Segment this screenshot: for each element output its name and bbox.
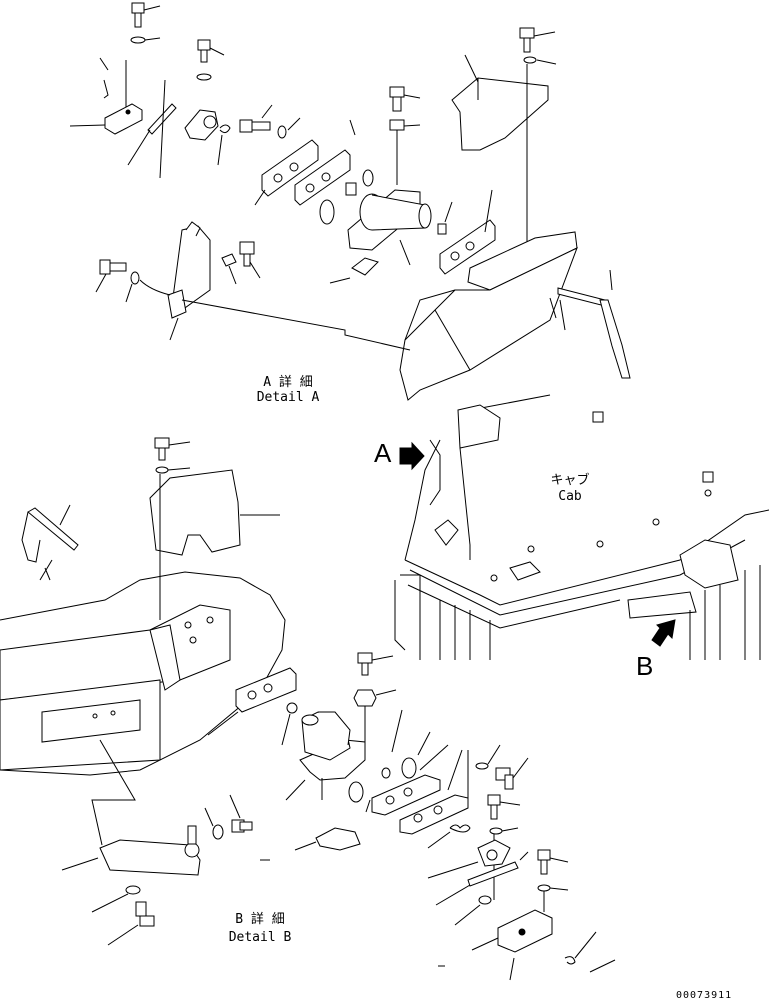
nut: [221, 253, 237, 267]
cab-overview: [394, 394, 769, 660]
bolt: [239, 104, 273, 133]
washer: [277, 125, 287, 139]
hinge-bracket: [167, 221, 211, 341]
bolt: [229, 794, 253, 833]
hinge-bracket: [61, 825, 201, 876]
cap: [348, 781, 364, 803]
washer: [212, 824, 224, 840]
bolt: [537, 849, 569, 875]
bolt: [487, 794, 521, 820]
hook-latch: [477, 839, 511, 867]
bolt: [154, 437, 191, 461]
mount: [702, 471, 714, 483]
hinge-bracket: [627, 591, 697, 619]
bolt: [495, 757, 529, 790]
callout-outline: [0, 571, 286, 776]
detail-a-title-en: Detail A: [256, 390, 320, 405]
spacer: [437, 223, 447, 235]
frame-section: [399, 231, 578, 401]
drawing-code: 00073911: [676, 990, 733, 1001]
bolt: [357, 652, 394, 676]
pin-bracket: [285, 711, 366, 801]
cab-label-jp: キャブ: [550, 473, 590, 488]
view-arrow-b: [651, 619, 676, 647]
latch-block: [69, 103, 143, 135]
spring: [449, 824, 471, 833]
nut: [345, 182, 357, 196]
shim-plate: [371, 774, 441, 816]
washer: [537, 884, 551, 892]
nut: [381, 767, 391, 779]
cap: [362, 169, 374, 187]
washer: [130, 36, 146, 44]
view-a-marker: A: [374, 438, 392, 468]
bolt: [107, 901, 155, 946]
hook-latch: [184, 109, 219, 141]
latch-block: [509, 561, 541, 581]
cover: [149, 469, 280, 556]
bolt: [95, 259, 127, 293]
bolt: [131, 2, 161, 28]
cab-label-en: Cab: [558, 489, 582, 504]
bolt: [239, 241, 261, 279]
washer: [475, 762, 489, 770]
nut: [353, 689, 377, 707]
view-b-marker: B: [636, 651, 654, 681]
detail-b-title-jp: B 詳 細: [235, 912, 285, 927]
shim-plate: [439, 219, 496, 275]
release-rod: [21, 504, 79, 563]
pin-bracket: [347, 189, 432, 266]
latch-block: [434, 519, 459, 546]
clip: [564, 956, 576, 965]
latch-plate: [315, 827, 361, 851]
washer: [478, 895, 492, 905]
spring: [219, 124, 231, 134]
release-lever: [557, 269, 631, 379]
cap: [401, 757, 417, 779]
frame-section: [0, 604, 231, 771]
washer: [523, 56, 537, 64]
cover: [451, 54, 549, 151]
clip: [99, 57, 109, 99]
view-arrow-a: [399, 441, 425, 471]
cover: [679, 539, 739, 589]
washer: [489, 827, 503, 835]
washer: [125, 885, 141, 895]
cap: [319, 199, 335, 225]
detail-b-exploded-view: [0, 437, 616, 981]
rod: [467, 861, 519, 887]
detail-a-title-jp: A 詳 細: [263, 375, 313, 390]
washer: [155, 466, 169, 474]
shim-plate: [399, 794, 469, 835]
bolt: [519, 27, 556, 53]
bolt: [197, 39, 225, 63]
washer: [196, 73, 212, 81]
pin: [549, 297, 557, 319]
detail-b-title-en: Detail B: [228, 930, 292, 945]
washer: [130, 271, 140, 285]
latch-block: [471, 909, 553, 953]
nut: [389, 119, 405, 131]
pin: [351, 257, 379, 276]
rod: [147, 103, 177, 135]
mount: [592, 411, 604, 423]
bolt: [389, 86, 421, 112]
nut: [286, 702, 298, 714]
shim-plate: [235, 667, 297, 713]
detail-a-exploded-view: [69, 2, 631, 401]
